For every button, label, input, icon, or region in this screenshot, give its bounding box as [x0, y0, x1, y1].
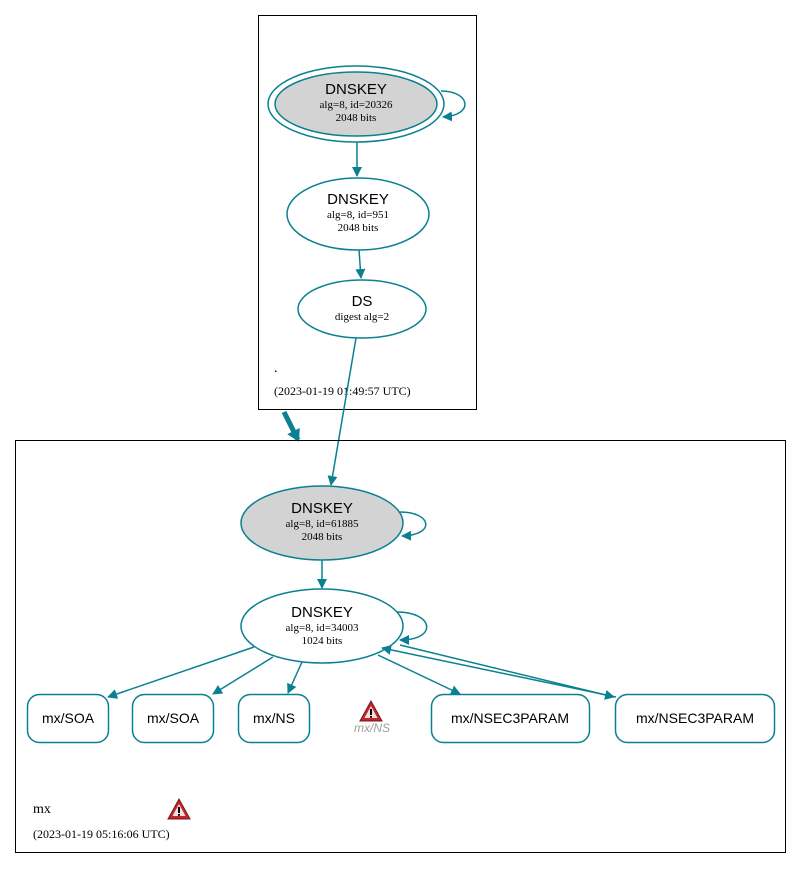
rrset-soa-1-label: mx/SOA: [42, 710, 95, 726]
rrset-ns-label: mx/NS: [253, 710, 295, 726]
rrset-nsec3param-1-label: mx/NSEC3PARAM: [451, 710, 569, 726]
rrset-ns[interactable]: mx/NS: [237, 693, 311, 744]
mx-zsk-self-edge: [396, 611, 428, 645]
root-zsk-to-ds-edge: [355, 249, 366, 279]
mx-zone-timestamp: (2023-01-19 05:16:06 UTC): [33, 827, 170, 841]
root-zone-name: .: [274, 361, 278, 376]
ns-warning-node[interactable]: mx/NS: [354, 699, 390, 735]
rrset-nsec3param-2-label: mx/NSEC3PARAM: [636, 710, 754, 726]
root-zsk-title: DNSKEY: [327, 191, 389, 208]
mx-ksk-params: alg=8, id=61885: [286, 518, 359, 530]
warning-triangle-icon: [359, 699, 383, 722]
mx-ksk-self-edge: [399, 511, 427, 541]
mx-zone-name: mx: [33, 802, 51, 817]
delegation-edge: [281, 410, 301, 442]
rrset-soa-1[interactable]: mx/SOA: [26, 693, 110, 744]
zsk-to-soa-1-edge: [107, 646, 255, 699]
zsk-to-soa-2-edge: [212, 656, 274, 695]
ds-to-mx-ksk-edge: [327, 337, 357, 486]
mx-zone-box: mx (2023-01-19 05:16:06 UTC): [15, 440, 786, 853]
mx-zsk-size: 1024 bits: [302, 635, 343, 647]
mx-zsk-params: alg=8, id=34003: [286, 622, 359, 634]
ns-warning-label: mx/NS: [354, 721, 390, 735]
mx-ksk-size: 2048 bits: [302, 531, 343, 543]
ds-params: digest alg=2: [335, 311, 389, 323]
nsec3param-2-to-zsk-edge: [381, 644, 617, 698]
mx-ksk-title: DNSKEY: [291, 500, 353, 517]
mx-ksk-node[interactable]: DNSKEY alg=8, id=61885 2048 bits: [240, 485, 404, 561]
ds-node[interactable]: DS digest alg=2: [297, 279, 427, 339]
mx-zsk-title: DNSKEY: [291, 604, 353, 621]
root-zone-box: . (2023-01-19 01:49:57 UTC): [258, 15, 477, 410]
zsk-to-ns-edge: [287, 661, 303, 694]
root-ksk-size: 2048 bits: [336, 112, 377, 124]
root-ksk-title: DNSKEY: [325, 81, 387, 98]
mx-zsk-node[interactable]: DNSKEY alg=8, id=34003 1024 bits: [240, 588, 404, 664]
zsk-to-nsec3param-1-edge: [377, 654, 461, 695]
root-zone-timestamp: (2023-01-19 01:49:57 UTC): [274, 384, 411, 398]
ds-title: DS: [352, 293, 373, 310]
root-ksk-self-edge: [440, 90, 466, 122]
warning-triangle-icon[interactable]: [167, 797, 191, 820]
zsk-to-nsec3param-2-edge: [399, 644, 615, 700]
root-ksk-params: alg=8, id=20326: [320, 99, 393, 111]
rrset-soa-2[interactable]: mx/SOA: [131, 693, 215, 744]
root-zsk-node[interactable]: DNSKEY alg=8, id=951 2048 bits: [286, 177, 430, 251]
root-zsk-params: alg=8, id=951: [327, 209, 389, 221]
rrset-nsec3param-1[interactable]: mx/NSEC3PARAM: [430, 693, 591, 744]
root-ksk-node[interactable]: DNSKEY alg=8, id=20326 2048 bits: [267, 65, 445, 143]
rrset-soa-2-label: mx/SOA: [147, 710, 200, 726]
rrset-nsec3param-2[interactable]: mx/NSEC3PARAM: [614, 693, 776, 744]
root-zsk-size: 2048 bits: [338, 222, 379, 234]
